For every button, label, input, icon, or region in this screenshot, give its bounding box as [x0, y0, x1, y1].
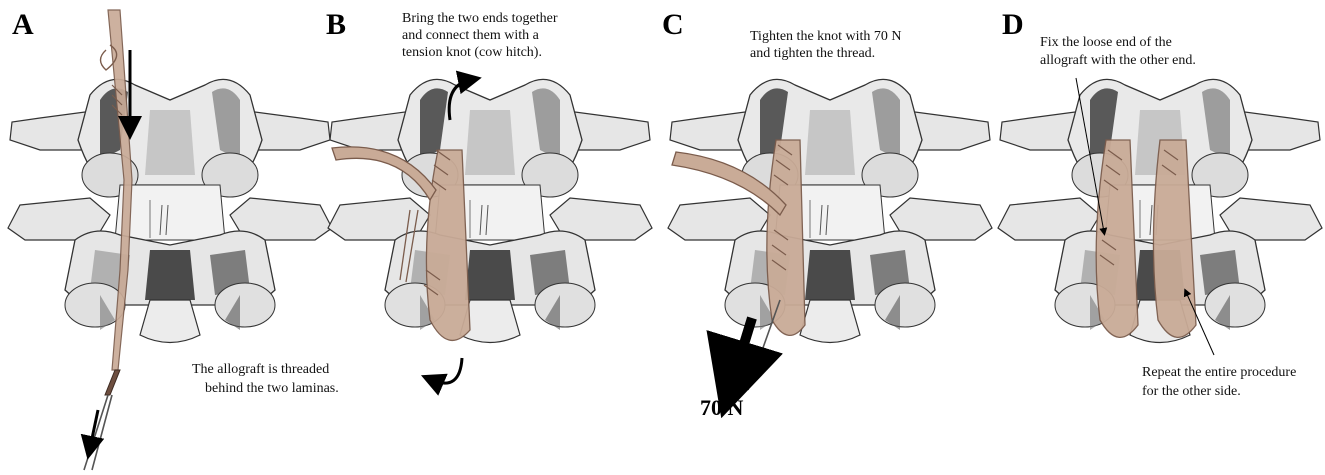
- panel-b-vertebrae: [328, 79, 652, 342]
- panel-b-rotate-arrow-bottom: [432, 358, 462, 383]
- panel-c-caption: Tighten the knot with 70 N and tighten t…: [750, 29, 905, 61]
- panel-d-caption-top: Fix the loose end of the allograft with …: [1040, 35, 1196, 68]
- panel-d-caption-bottom: Repeat the entire procedure for the othe…: [1142, 365, 1300, 399]
- panel-d: D Fix the loose end of the allograft wit…: [998, 8, 1322, 399]
- panel-a-caption: The allograft is threaded behind the two…: [192, 362, 339, 396]
- panel-c-force-arrow: [733, 318, 752, 380]
- panel-a-vertebrae: [8, 79, 332, 342]
- panel-a: A The allograft is threaded behind the t…: [8, 8, 339, 470]
- panel-c-letter: C: [662, 8, 684, 41]
- panel-d-letter: D: [1002, 8, 1024, 41]
- panel-b-caption: Bring the two ends together and connect …: [402, 11, 561, 60]
- panel-c-vertebrae: [668, 79, 992, 342]
- panel-a-letter: A: [12, 8, 34, 41]
- panel-c-force-label: 70 N: [700, 395, 744, 420]
- panel-b-letter: B: [326, 8, 346, 41]
- panel-c: C 70 N Tighten the knot with 70 N and ti…: [662, 8, 992, 420]
- panel-b: B Bring the two ends together and connec…: [326, 8, 652, 383]
